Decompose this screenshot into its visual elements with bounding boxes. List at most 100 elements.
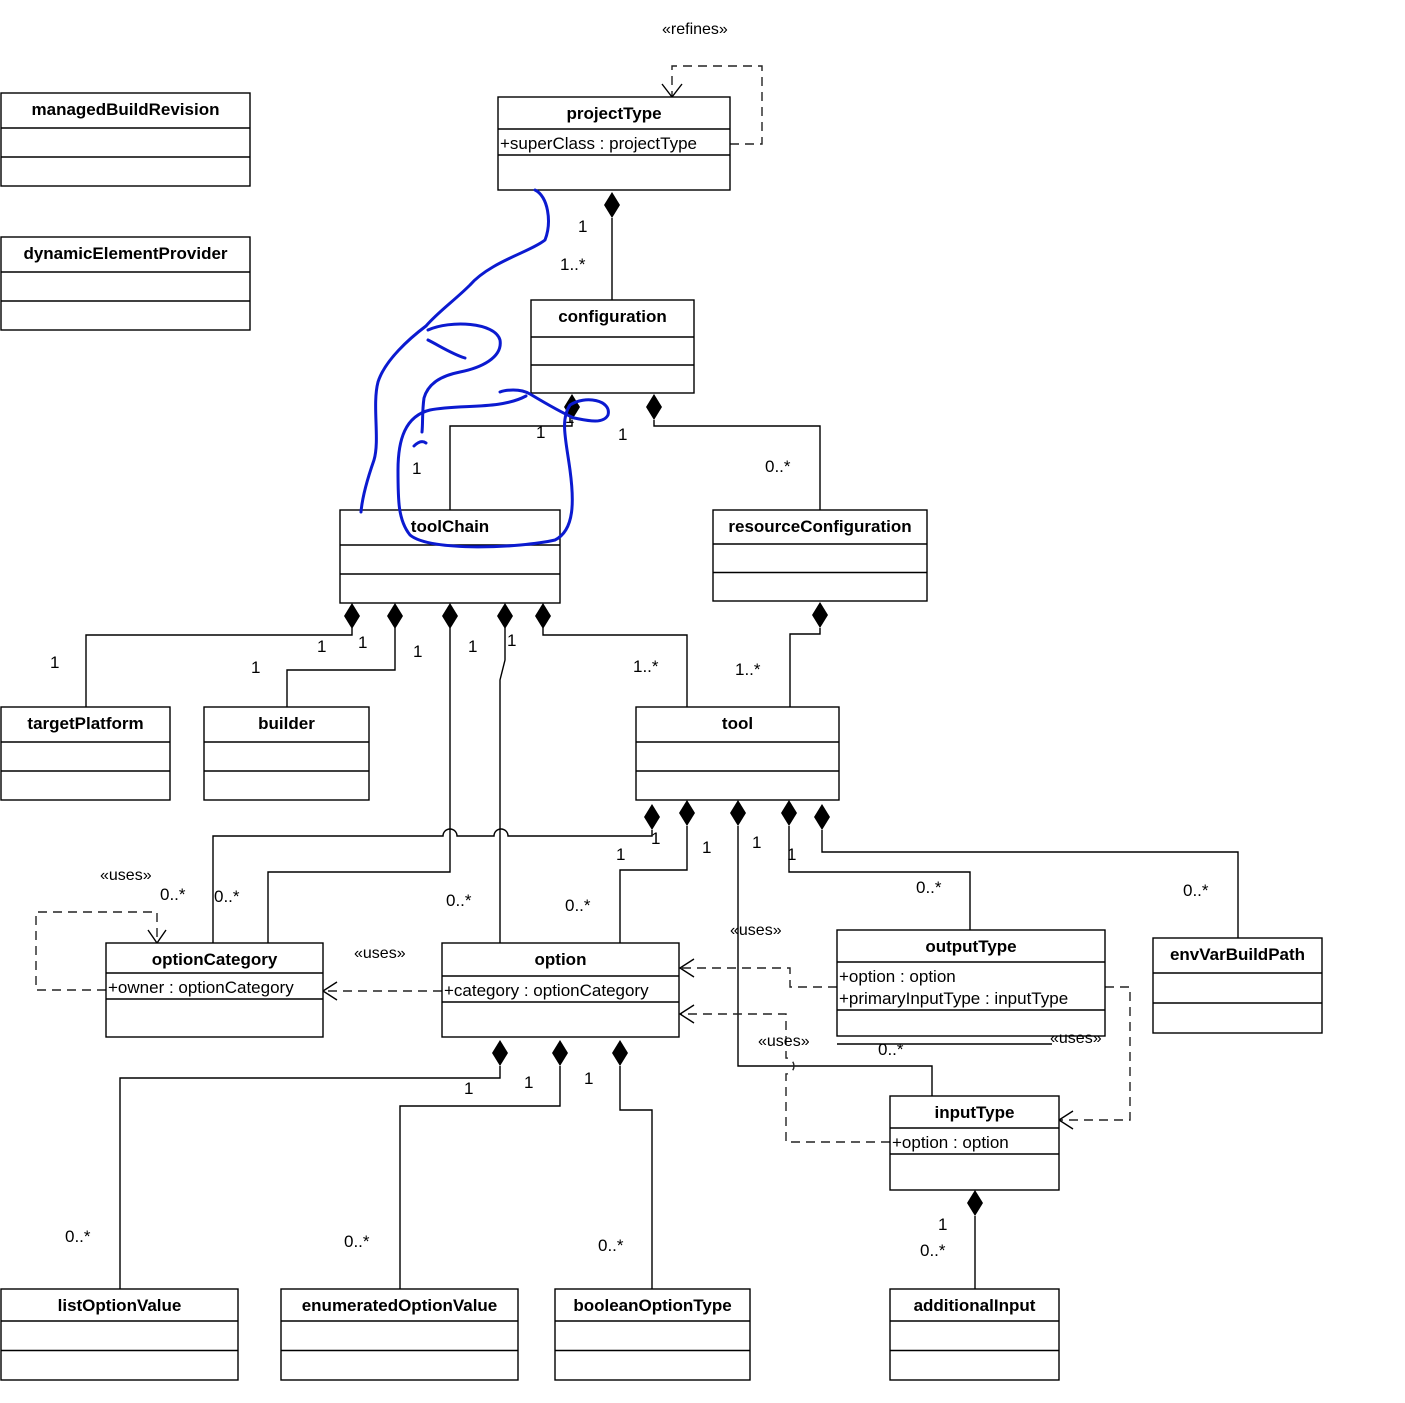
multiplicity-label: 1 [317,637,326,656]
multiplicity-label: 1 [358,633,367,652]
ink-stroke-5 [412,440,428,448]
class-resource-configuration: resourceConfiguration [712,509,928,602]
stereotype-labels: «refines»«uses»«uses»«uses»«uses»«uses» [100,21,1102,1050]
multiplicity-label: 1 [938,1215,947,1234]
multiplicity-label: 0..* [446,891,472,910]
ink-stroke-4 [396,388,610,549]
edge-toolchain-tool [542,628,688,707]
class-tool-chain: toolChain [339,509,561,604]
class-tool: tool [635,706,840,801]
ink-stroke-1 [359,188,550,514]
edge-toolchain-option [499,628,506,943]
multiplicity-label: 1 [468,637,477,656]
multiplicity-label: 0..* [1183,881,1209,900]
multiplicity-label: 1..* [560,255,586,274]
class-attribute: +primaryInputType : inputType [839,989,1068,1008]
multiplicity-label: 1 [618,425,627,444]
diamond-toolchain-5 [535,603,551,629]
edge-toolchain-builder [286,628,396,707]
diamond-toolchain-4 [497,603,513,629]
multiplicity-label: 1 [651,829,660,848]
stereotype-label: «uses» [758,1033,810,1050]
class-name: toolChain [411,517,489,536]
stereotype-label: «refines» [662,21,728,38]
stereotype-label: «uses» [354,945,406,962]
class-name: dynamicElementProvider [23,244,227,263]
diamond-tool-2 [679,800,695,826]
multiplicity-label: 0..* [160,885,186,904]
class-name: tool [722,714,753,733]
diamond-resourceconfiguration [812,602,828,628]
multiplicity-label: 1..* [633,657,659,676]
dependency-lines [35,65,1131,1143]
class-name: listOptionValue [58,1296,182,1315]
diamond-tool-3 [730,800,746,826]
edge-tool-envvarbuildpath [821,830,1239,938]
edge-configuration-toolchain [449,420,573,510]
class-dynamic-element-provider: dynamicElementProvider [0,236,251,331]
multiplicity-label: 1 [702,838,711,857]
class-list-option-value: listOptionValue [0,1288,239,1381]
edge-tool-optioncategory [212,828,653,943]
edge-tool-inputtype [737,826,933,1096]
class-box [530,299,695,394]
class-output-type: outputType+option : option+primaryInputT… [836,929,1106,1037]
multiplicity-label: 1 [464,1079,473,1098]
handwritten-annotation [359,188,610,549]
diamond-projecttype [604,192,620,218]
class-name: resourceConfiguration [728,517,911,536]
class-boolean-option-type: booleanOptionType [554,1288,751,1381]
class-name: builder [258,714,315,733]
diamond-toolchain-2 [387,603,403,629]
class-env-var-build-path: envVarBuildPath [1152,937,1323,1034]
diamond-toolchain-3 [442,603,458,629]
edge-option-enumeratedoptionvalue [399,1066,561,1289]
multiplicity-labels: 1 1..* 1 1 1 0..* 1 1 1 1 1 1 1 1..* 1..* 0..* 0..* 0..* 1… [50,217,1209,1260]
class-additional-input: additionalInput [889,1288,1060,1381]
multiplicity-label: 1 [578,217,587,236]
multiplicity-label: 1 [787,845,796,864]
multiplicity-label: 0..* [916,878,942,897]
edge-option-booleanoptiontype [619,1066,653,1289]
class-name: optionCategory [152,950,278,969]
class-name: option [535,950,587,969]
dep-refines-projecttype [671,65,763,145]
class-option-category: optionCategory+owner : optionCategory [105,942,324,1038]
edge-toolchain-targetplatform [85,628,353,707]
class-project-type: projectType+superClass : projectType [497,96,731,191]
stereotype-label: «uses» [730,922,782,939]
multiplicity-label: 1..* [735,660,761,679]
class-input-type: inputType+option : option [889,1095,1060,1191]
multiplicity-label: 0..* [878,1040,904,1059]
diamond-tool-1 [644,804,660,830]
multiplicity-label: 1 [584,1069,593,1088]
class-name: additionalInput [914,1296,1036,1315]
class-box [1152,937,1323,1034]
multiplicity-label: 1 [524,1073,533,1092]
class-box [554,1288,751,1381]
dep-uses-optioncategory-self [35,911,158,991]
multiplicity-label: 1 [50,653,59,672]
ink-stroke-2 [420,322,502,434]
diamond-option-3 [612,1040,628,1066]
diamond-tool-4 [781,800,797,826]
diamond-option-1 [492,1040,508,1066]
class-target-platform: targetPlatform [0,706,171,801]
class-box [105,942,324,1038]
diamond-option-2 [552,1040,568,1066]
edge-toolchain-optioncategory [267,628,451,943]
class-name: configuration [558,307,667,326]
class-box [0,92,251,187]
edge-tool-outputtype [788,826,971,930]
class-name: managedBuildRevision [32,100,220,119]
edge-configuration-resourceconfiguration [653,420,821,510]
ink-stroke-3 [426,338,467,360]
class-attribute: +category : optionCategory [444,981,649,1000]
class-option: option +category : optionCategory [441,942,680,1038]
dep-uses-inputtype-option [681,1013,890,1143]
class-box [889,1288,1060,1381]
class-name: targetPlatform [27,714,143,733]
class-attribute: +option : option [892,1133,1009,1152]
class-name: booleanOptionType [573,1296,731,1315]
